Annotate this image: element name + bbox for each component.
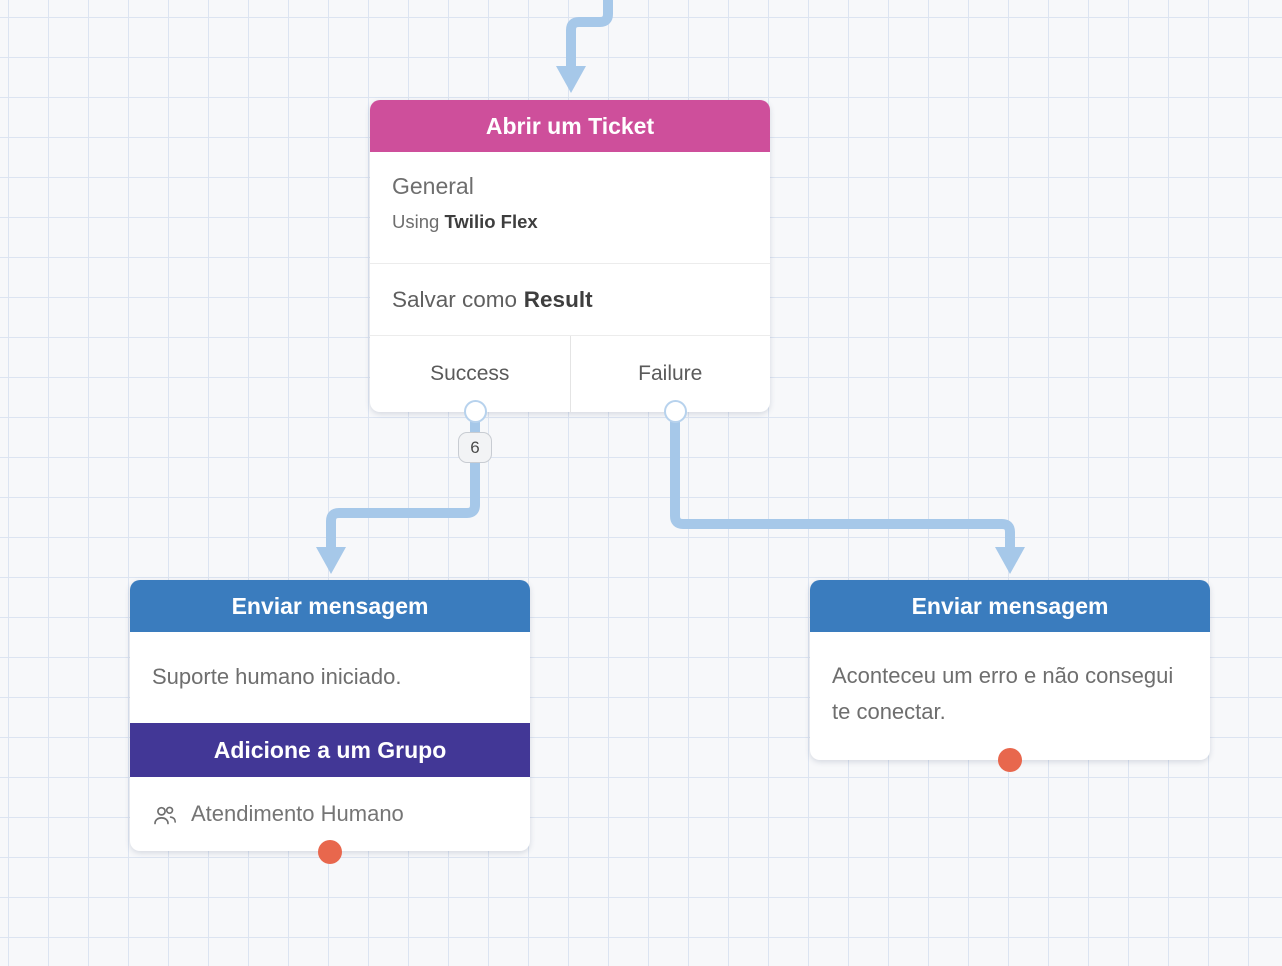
- ticket-save-variable: Result: [523, 286, 593, 312]
- ticket-using-prefix: Using: [392, 211, 440, 232]
- exit-failure: Failure: [569, 336, 771, 412]
- failure-exit-port[interactable]: [664, 400, 687, 423]
- ticket-exits-row: Success Failure: [370, 335, 770, 412]
- group-row: Atendimento Humano: [130, 777, 530, 851]
- success-message-text: Suporte humano iniciado.: [152, 664, 402, 689]
- node-header-enviar-mensagem-success: Enviar mensagem: [130, 580, 530, 632]
- ticket-save-prefix: Salvar como: [392, 286, 518, 312]
- failure-connector-line: [670, 414, 1015, 549]
- success-connection-count-badge[interactable]: 6: [458, 432, 492, 463]
- exit-failure-label: Failure: [638, 362, 703, 385]
- incoming-arrowhead-icon: [556, 66, 586, 93]
- node-header-enviar-mensagem-failure: Enviar mensagem: [810, 580, 1210, 632]
- success-arrowhead-icon: [316, 547, 346, 574]
- exit-success: Success: [370, 336, 570, 412]
- node-enviar-mensagem-success[interactable]: Enviar mensagem Suporte humano iniciado.…: [130, 580, 530, 851]
- success-node-output-dot[interactable]: [318, 840, 342, 864]
- group-block-header: Adicione a um Grupo: [130, 723, 530, 777]
- node-enviar-mensagem-failure[interactable]: Enviar mensagem Aconteceu um erro e não …: [810, 580, 1210, 760]
- people-icon: [154, 806, 176, 824]
- failure-message-text: Aconteceu um erro e não consegui te cone…: [832, 663, 1174, 724]
- node-header-abrir-um-ticket: Abrir um Ticket: [370, 100, 770, 152]
- ticket-integration-name: Twilio Flex: [444, 211, 538, 232]
- exit-success-label: Success: [430, 362, 510, 385]
- ticket-category-label: General: [392, 173, 474, 199]
- group-name-label: Atendimento Humano: [191, 801, 404, 826]
- failure-node-output-dot[interactable]: [998, 748, 1022, 772]
- failure-arrowhead-icon: [995, 547, 1025, 574]
- incoming-connector-line: [566, 0, 613, 68]
- success-connector-line: [326, 414, 480, 549]
- success-exit-port[interactable]: [464, 400, 487, 423]
